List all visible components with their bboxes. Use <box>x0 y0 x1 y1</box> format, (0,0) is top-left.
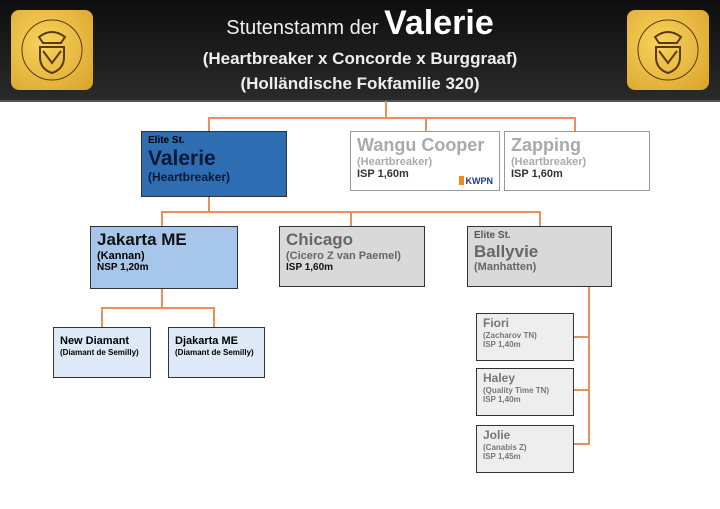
node-fiori: Fiori (Zacharov TN) ISP 1,40m <box>476 313 574 361</box>
association-logo-left <box>11 10 93 90</box>
node-sire: (Kannan) <box>97 249 145 262</box>
connector <box>213 307 215 327</box>
node-name: Fiori <box>483 316 509 330</box>
node-name: Zapping <box>511 135 581 155</box>
node-title: Elite St. <box>148 135 185 146</box>
node-performance: NSP 1,20m <box>97 262 149 274</box>
connector <box>208 117 210 131</box>
node-jakarta-me: Jakarta ME (Kannan) NSP 1,20m <box>90 226 238 289</box>
kwpn-logo: KWPN <box>459 176 494 186</box>
connector <box>574 389 589 391</box>
connector <box>208 117 576 119</box>
node-sire: (Canabis Z) <box>483 442 527 452</box>
node-sire: (Manhatten) <box>474 261 537 274</box>
connector <box>161 289 163 308</box>
node-performance: ISP 1,60m <box>357 168 409 181</box>
connector <box>101 307 215 309</box>
subtitle-family: (Holländische Fokfamilie 320) <box>240 74 480 93</box>
node-jolie: Jolie (Canabis Z) ISP 1,45m <box>476 425 574 473</box>
connector <box>588 287 590 445</box>
node-djakarta-me: Djakarta ME (Diamant de Semilly) <box>168 327 265 378</box>
node-chicago: Chicago (Cicero Z van Paemel) ISP 1,60m <box>279 226 425 287</box>
node-name: Ballyvie <box>474 241 539 261</box>
crest-icon <box>637 19 699 81</box>
node-sire: (Zacharov TN) <box>483 330 537 340</box>
connector <box>574 443 589 445</box>
node-zapping: Zapping (Heartbreaker) ISP 1,60m <box>504 131 650 191</box>
title-name: Valerie <box>384 4 494 42</box>
connector <box>161 211 163 226</box>
node-valerie: Elite St. Valerie (Heartbreaker) <box>141 131 287 197</box>
node-name: Djakarta ME <box>175 335 238 347</box>
node-performance: ISP 1,40m <box>483 394 521 404</box>
connector <box>574 336 589 338</box>
connector <box>350 211 352 226</box>
node-name: Jakarta ME <box>97 230 187 249</box>
node-performance: ISP 1,60m <box>511 168 563 181</box>
connector <box>574 117 576 131</box>
node-performance: ISP 1,40m <box>483 339 521 349</box>
node-sire: (Quality Time TN) <box>483 385 550 395</box>
association-logo-right <box>627 10 709 90</box>
node-name: New Diamant <box>60 335 130 347</box>
node-name: Haley <box>483 371 516 385</box>
connector <box>101 307 103 327</box>
node-name: Valerie <box>148 146 216 170</box>
connector <box>208 197 210 212</box>
node-sire: (Heartbreaker) <box>357 155 433 168</box>
header: Stutenstamm der Valerie (Heartbreaker x … <box>0 0 720 102</box>
node-ballyvie: Elite St. Ballyvie (Manhatten) <box>467 226 612 287</box>
node-name: Wangu Cooper <box>357 135 485 155</box>
node-sire: (Heartbreaker) <box>511 155 587 168</box>
node-name: Jolie <box>483 428 511 442</box>
subtitle-pedigree: (Heartbreaker x Concorde x Burggraaf) <box>202 49 518 68</box>
page-title: Stutenstamm der Valerie <box>0 4 720 43</box>
node-performance: ISP 1,45m <box>483 451 521 461</box>
node-performance: ISP 1,60m <box>286 262 334 274</box>
connector <box>385 101 387 119</box>
node-new-diamant: New Diamant (Diamant de Semilly) <box>53 327 151 378</box>
connector <box>539 211 541 226</box>
title-prefix: Stutenstamm der <box>226 17 379 39</box>
connector <box>425 117 427 131</box>
node-sire: (Diamant de Semilly) <box>175 347 254 357</box>
node-wangu-cooper: Wangu Cooper (Heartbreaker) ISP 1,60m KW… <box>350 131 500 191</box>
node-sire: (Diamant de Semilly) <box>60 347 139 357</box>
node-title: Elite St. <box>474 230 511 241</box>
node-haley: Haley (Quality Time TN) ISP 1,40m <box>476 368 574 416</box>
node-sire: (Heartbreaker) <box>148 169 231 184</box>
crest-icon <box>21 19 83 81</box>
node-name: Chicago <box>286 230 354 249</box>
node-sire: (Cicero Z van Paemel) <box>286 249 401 262</box>
